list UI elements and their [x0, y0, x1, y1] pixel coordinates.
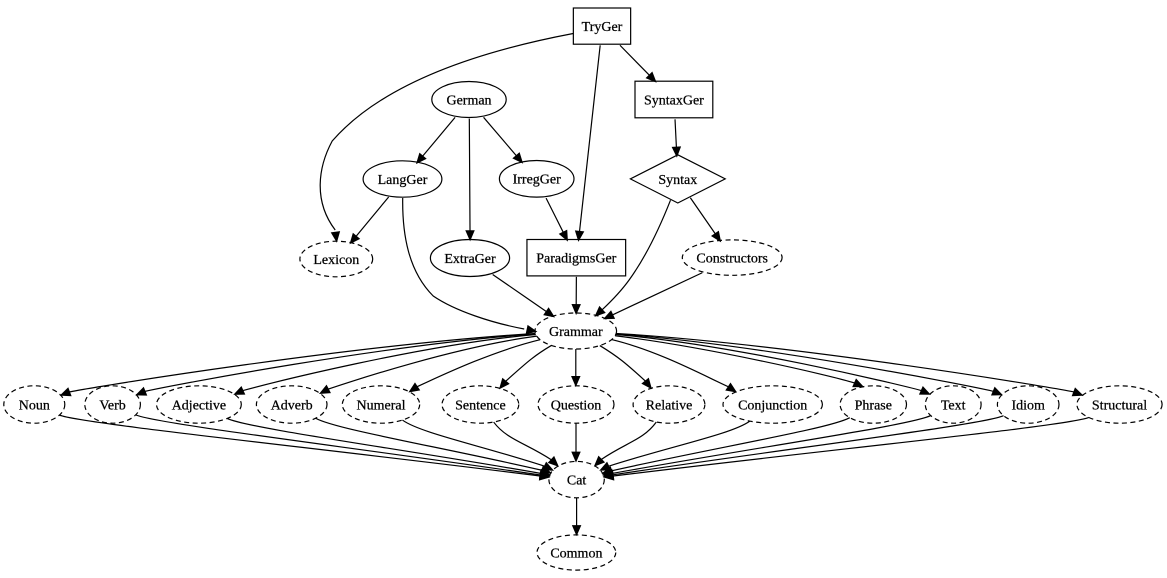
svg-text:Sentence: Sentence: [455, 398, 506, 413]
svg-text:Idiom: Idiom: [1011, 398, 1045, 413]
svg-text:Noun: Noun: [19, 398, 50, 413]
svg-text:Question: Question: [551, 398, 602, 413]
svg-text:LangGer: LangGer: [378, 173, 428, 188]
svg-text:Cat: Cat: [567, 474, 587, 489]
svg-text:Syntax: Syntax: [658, 173, 697, 188]
svg-text:ParadigmsGer: ParadigmsGer: [536, 252, 616, 267]
svg-text:Conjunction: Conjunction: [738, 398, 807, 413]
svg-text:Adjective: Adjective: [172, 398, 226, 413]
svg-text:Constructors: Constructors: [696, 252, 768, 267]
svg-text:Structural: Structural: [1092, 398, 1147, 413]
svg-text:TryGer: TryGer: [582, 20, 623, 35]
svg-text:Relative: Relative: [646, 398, 693, 413]
svg-text:Adverb: Adverb: [271, 398, 313, 413]
svg-text:Numeral: Numeral: [357, 398, 406, 413]
svg-text:SyntaxGer: SyntaxGer: [644, 93, 704, 108]
svg-text:Verb: Verb: [99, 398, 125, 413]
svg-text:Common: Common: [550, 546, 602, 561]
svg-text:IrregGer: IrregGer: [513, 173, 562, 188]
svg-text:Lexicon: Lexicon: [313, 253, 359, 268]
svg-text:Text: Text: [941, 398, 966, 413]
svg-text:Phrase: Phrase: [855, 398, 892, 413]
svg-text:German: German: [446, 93, 491, 108]
svg-text:Grammar: Grammar: [549, 325, 603, 340]
svg-text:ExtraGer: ExtraGer: [444, 252, 496, 267]
